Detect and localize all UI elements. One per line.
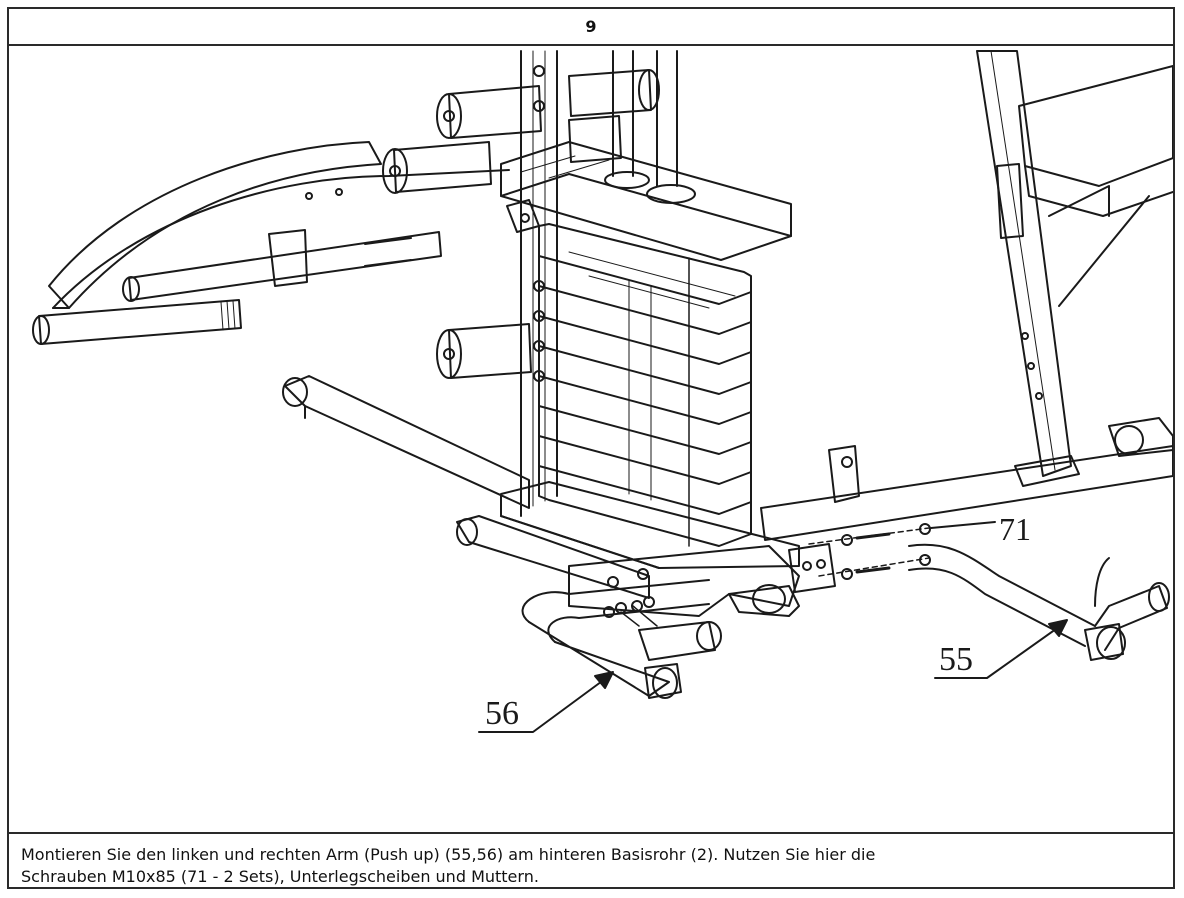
curved-arm-assembly	[32, 141, 510, 345]
assembly-drawing: 71 55 56	[32, 50, 1173, 733]
left-base-tube	[282, 375, 530, 509]
instruction-caption: Montieren Sie den linken und rechten Arm…	[9, 832, 1173, 887]
callout-label-55: 55	[939, 641, 973, 678]
push-up-arm-56	[521, 579, 722, 699]
instruction-panel: 9	[7, 7, 1175, 889]
rear-base-tube	[760, 417, 1173, 541]
callout-leader-71	[930, 521, 996, 529]
push-up-arm-55	[908, 543, 1170, 661]
callout-label-56: 56	[485, 695, 519, 732]
front-connector-bracket	[568, 543, 836, 617]
bolt-71-set	[808, 523, 931, 580]
upper-roller-pads	[382, 69, 660, 194]
seat-and-rear-post	[976, 50, 1173, 487]
weight-stack	[538, 223, 752, 547]
step-number: 9	[9, 9, 1173, 46]
callout-label-71: 71	[999, 511, 1031, 547]
callout-leader-56	[478, 671, 614, 733]
callout-leader-55	[934, 619, 1068, 679]
lower-roller-pad	[436, 323, 532, 379]
caption-line-2: Schrauben M10x85 (71 - 2 Sets), Unterleg…	[21, 867, 539, 886]
caption-line-1: Montieren Sie den linken und rechten Arm…	[21, 845, 876, 864]
